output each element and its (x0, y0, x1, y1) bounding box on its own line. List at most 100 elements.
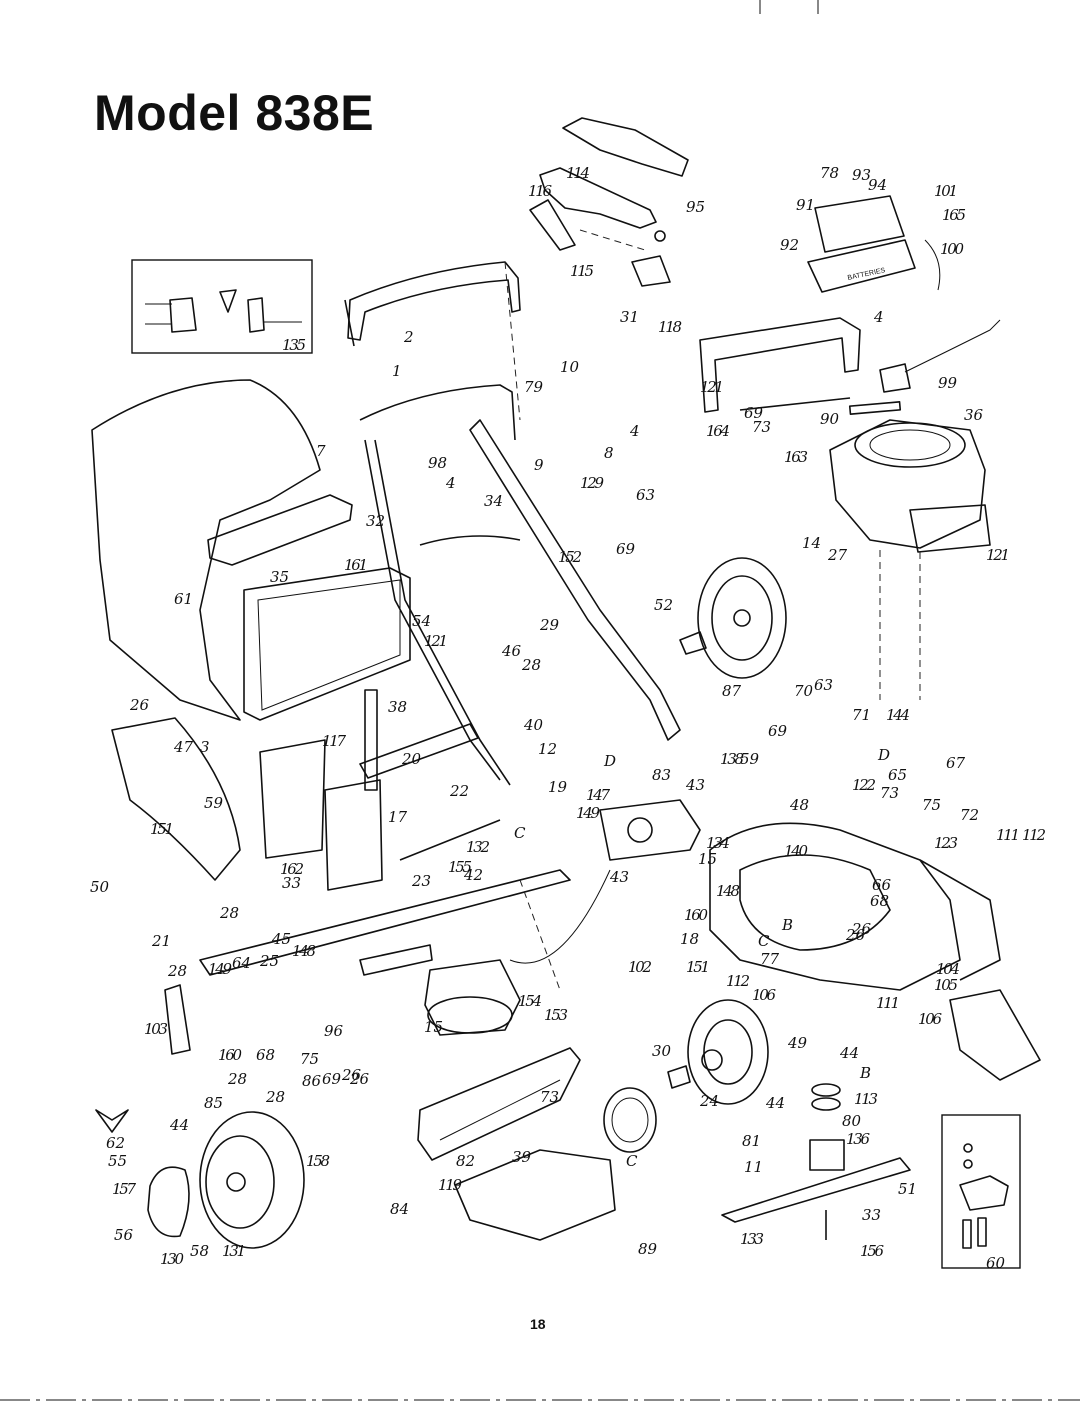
rear-wheel-lower (147, 1111, 305, 1249)
callout-164: 164 (706, 422, 730, 440)
callout-155: 155 (448, 858, 472, 876)
callout-1: 1 (392, 362, 402, 380)
callout-28: 28 (227, 1070, 247, 1088)
callout-43: 43 (685, 776, 705, 794)
callout-31: 31 (620, 308, 639, 326)
callout-161: 161 (344, 556, 368, 574)
callout-123: 123 (934, 834, 958, 852)
page-number: 18 (530, 1316, 546, 1332)
callout-49: 49 (787, 1034, 808, 1052)
callout-72: 72 (960, 806, 979, 824)
callout-b: B (781, 916, 793, 934)
callout-44: 44 (169, 1116, 189, 1134)
callout-101: 101 (934, 182, 958, 200)
callout-165: 165 (942, 206, 966, 224)
callout-138: 138 (720, 750, 744, 768)
callout-90: 90 (820, 410, 840, 428)
callout-121: 121 (700, 378, 724, 396)
callout-67: 67 (946, 754, 966, 772)
callout-68: 68 (256, 1046, 275, 1064)
callout-157: 157 (112, 1180, 136, 1198)
callout-51: 51 (898, 1180, 917, 1198)
callout-69: 69 (744, 404, 764, 422)
callout-144: 144 (886, 706, 910, 724)
callout-52: 52 (654, 596, 673, 614)
callout-132: 132 (466, 838, 490, 856)
callout-134: 134 (706, 834, 730, 852)
callout-94: 94 (868, 176, 887, 194)
callout-140: 140 (784, 842, 808, 860)
callout-22: 22 (449, 782, 469, 800)
callout-63: 63 (636, 486, 655, 504)
callout-162: 162 (280, 860, 304, 878)
callout-105: 105 (934, 976, 958, 994)
callout-82: 82 (456, 1152, 475, 1170)
callout-38: 38 (388, 698, 407, 716)
callout-160: 160 (218, 1046, 242, 1064)
callout-44: 44 (765, 1094, 785, 1112)
callout-68: 68 (870, 892, 889, 910)
callout-7: 7 (316, 442, 326, 460)
callout-71: 71 (852, 706, 871, 724)
callout-33: 33 (862, 1206, 881, 1224)
callout-55: 55 (108, 1152, 127, 1170)
callout-c: C (626, 1152, 638, 1170)
callout-66: 66 (872, 876, 892, 894)
callout-158: 158 (306, 1152, 330, 1170)
lower-handle (359, 384, 681, 786)
callout-154: 154 (518, 992, 542, 1010)
callout-95: 95 (686, 198, 705, 216)
callout-83: 83 (652, 766, 671, 784)
callout-17: 17 (388, 808, 408, 826)
callout-20: 20 (401, 750, 422, 768)
callout-28: 28 (265, 1088, 285, 1106)
callout-151: 151 (150, 820, 174, 838)
engine (829, 419, 991, 700)
callout-100: 100 (940, 240, 964, 258)
callout-61: 61 (174, 590, 193, 608)
callout-23: 23 (411, 872, 431, 890)
callout-156: 156 (860, 1242, 884, 1260)
callout-106: 106 (918, 1010, 942, 1028)
callout-135: 135 (282, 336, 306, 354)
callout-114: 114 (566, 164, 590, 182)
callout-63: 63 (814, 676, 833, 694)
callout-153: 153 (544, 1006, 568, 1024)
callout-136: 136 (846, 1130, 870, 1148)
callout-112: 112 (1022, 826, 1046, 844)
callout-121: 121 (986, 546, 1010, 564)
callout-3: 3 (200, 738, 210, 756)
callout-148: 148 (716, 882, 740, 900)
upper-handle (344, 261, 521, 421)
callout-25: 25 (259, 952, 279, 970)
callout-54: 54 (412, 612, 431, 630)
callout-4: 4 (873, 308, 884, 326)
callout-129: 129 (580, 474, 604, 492)
callout-d: D (603, 752, 616, 770)
callout-93: 93 (852, 166, 871, 184)
callout-40: 40 (523, 716, 544, 734)
callout-26: 26 (341, 1066, 362, 1084)
callout-148: 148 (292, 942, 316, 960)
callout-15: 15 (424, 1018, 443, 1036)
callout-30: 30 (652, 1042, 672, 1060)
callout-85: 85 (204, 1094, 223, 1112)
callout-29: 29 (539, 616, 560, 634)
callout-26: 26 (851, 920, 872, 938)
callout-111: 111 (876, 994, 900, 1012)
callout-65: 65 (888, 766, 907, 784)
callout-152: 152 (558, 548, 582, 566)
callout-80: 80 (842, 1112, 862, 1130)
callout-2: 2 (403, 328, 414, 346)
callout-133: 133 (740, 1230, 764, 1248)
gear-case (424, 869, 611, 1036)
page-title: Model 838E (94, 85, 375, 141)
callout-78: 78 (820, 164, 839, 182)
callout-18: 18 (680, 930, 699, 948)
callout-33: 33 (282, 874, 301, 892)
callout-32: 32 (366, 512, 385, 530)
callout-70: 70 (794, 682, 814, 700)
rear-wheel-upper (679, 557, 787, 679)
inset-box-135 (131, 259, 313, 354)
